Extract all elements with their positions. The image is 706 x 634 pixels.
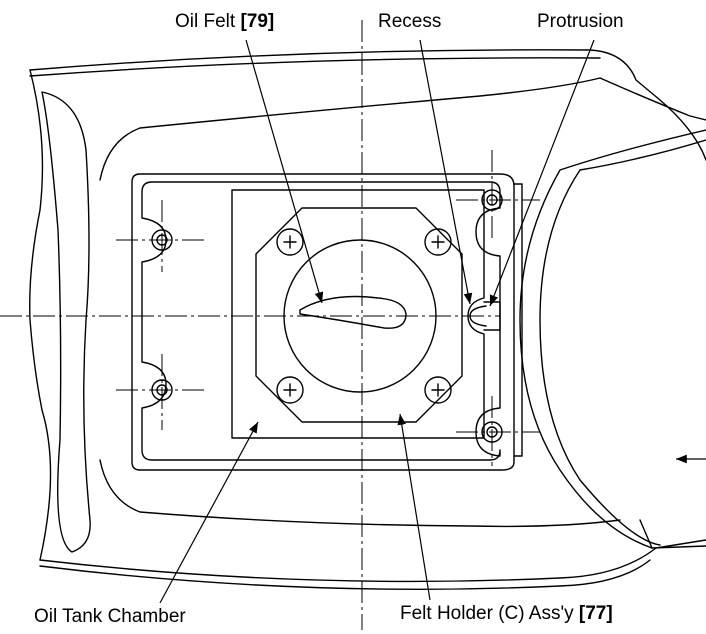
body-outline xyxy=(29,49,706,590)
oil-felt xyxy=(299,295,407,329)
oil-tank-chamber-text: Oil Tank Chamber xyxy=(34,606,186,627)
leader-felt-holder xyxy=(397,413,431,601)
felt-holder-ref: [77] xyxy=(578,603,613,624)
oil-felt-text: Oil Felt xyxy=(175,11,236,32)
center-lines xyxy=(0,20,540,630)
recess-text: Recess xyxy=(378,11,442,32)
chamber-slot xyxy=(513,183,523,457)
screw-icon xyxy=(276,228,452,404)
label-oil-tank-chamber: Oil Tank Chamber xyxy=(34,607,186,626)
label-oil-felt: Oil Felt [79] xyxy=(175,12,274,31)
oil-felt-ref: [79] xyxy=(240,11,275,32)
felt-holder-text: Felt Holder (C) Ass'y xyxy=(400,603,574,624)
oil-tank-chamber-outline xyxy=(141,181,501,461)
left-grip xyxy=(41,91,91,553)
inner-edge-lower xyxy=(99,459,621,528)
leader-protrusion xyxy=(489,39,595,307)
oil-tank-chamber-outline-outer xyxy=(131,173,515,471)
leader-recess xyxy=(419,39,473,305)
label-protrusion: Protrusion xyxy=(537,12,624,31)
leader-oil-felt xyxy=(245,39,324,304)
protrusion-text: Protrusion xyxy=(537,11,624,32)
label-recess: Recess xyxy=(378,12,441,31)
octagon-plate xyxy=(255,207,463,423)
leader-oil-tank-chamber xyxy=(159,421,259,604)
right-housing xyxy=(519,77,706,549)
inner-edge xyxy=(99,77,601,181)
label-felt-holder: Felt Holder (C) Ass'y [77] xyxy=(400,604,613,623)
